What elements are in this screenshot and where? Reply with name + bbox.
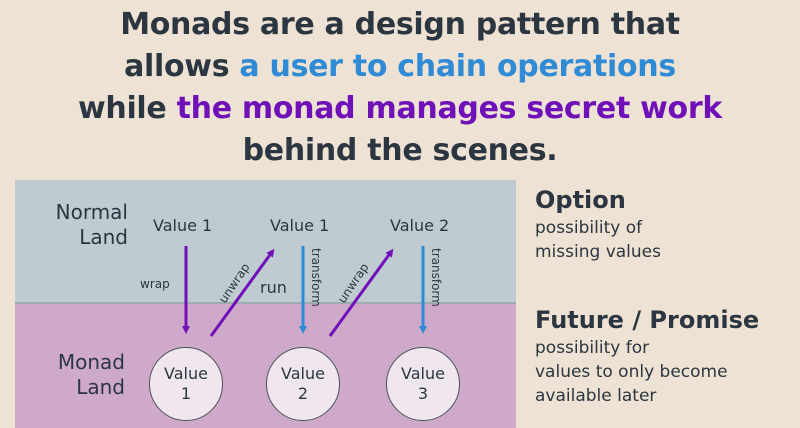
normal-land-label: Normal Land (55, 200, 128, 249)
future-desc-line-3: available later (535, 386, 657, 406)
headline-purple-highlight: the monad manages secret work (176, 91, 723, 126)
headline-blue-highlight: a user to chain operations (239, 49, 676, 84)
unwrap-arrow-1 (209, 248, 275, 337)
wrap-label: wrap (140, 277, 170, 291)
headline-line-4: behind the scenes. (242, 133, 558, 168)
unwrap-label-2: unwrap (335, 261, 372, 306)
headline-line-3: while the monad manages secret work (77, 91, 723, 126)
normal-value-1: Value 1 (153, 216, 213, 235)
option-note: Option possibility of missing values (535, 184, 800, 264)
headline-line-2: allows a user to chain operations (124, 49, 676, 84)
arrows-layer: wrap unwrap run transform unwrap transfo… (140, 246, 443, 337)
future-title: Future / Promise (535, 306, 760, 334)
monad-value-2: Value 2 (266, 347, 340, 421)
monad-land-label: Monad Land (57, 350, 125, 399)
monad-value-3: Value 3 (386, 347, 460, 421)
headline: Monads are a design pattern that allows … (0, 4, 800, 172)
headline-line-1: Monads are a design pattern that (120, 7, 680, 42)
option-title: Option (535, 186, 626, 214)
monad-value-1: Value 1 (149, 347, 223, 421)
unwrap-arrow-2 (328, 248, 394, 337)
monad-diagram: Normal Land Monad Land Value 1 Value 1 V… (15, 180, 516, 428)
option-desc-line-2: missing values (535, 242, 661, 262)
transform-label-2: transform (429, 248, 443, 307)
transform-label-1: transform (309, 248, 323, 307)
normal-value-2: Value 1 (270, 216, 330, 235)
unwrap-label-1: unwrap (216, 261, 253, 306)
normal-value-3: Value 2 (390, 216, 450, 235)
future-desc-line-1: possibility for (535, 338, 650, 358)
future-note: Future / Promise possibility for values … (535, 304, 800, 408)
normal-land-region (15, 180, 516, 304)
run-label: run (260, 278, 287, 297)
future-desc-line-2: values to only become (535, 362, 728, 382)
option-desc-line-1: possibility of (535, 218, 643, 238)
